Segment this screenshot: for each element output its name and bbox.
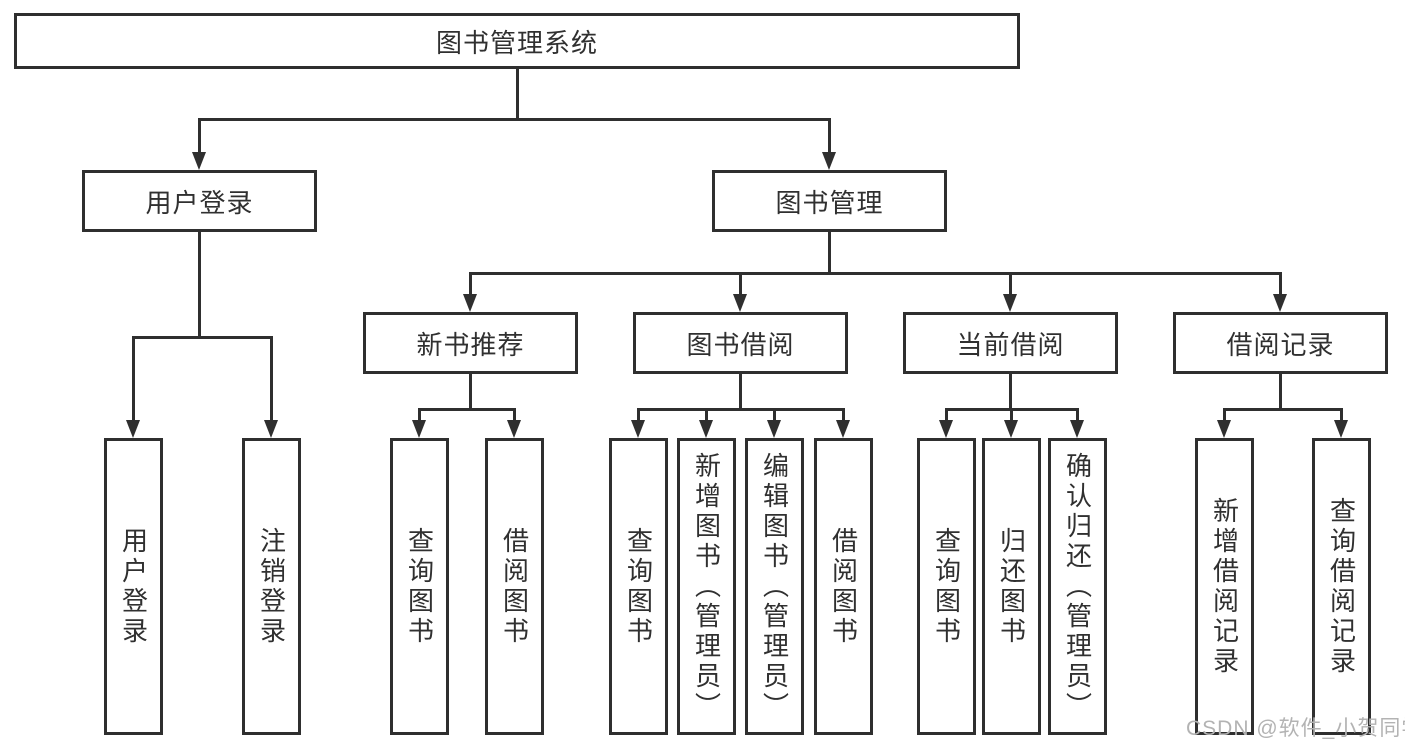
connector-drop-leaf [132,336,135,422]
leaf-logout: 注销登录 [242,438,301,735]
connector-drop-leaf [1340,408,1343,422]
connector-drop-leaf [1076,408,1079,422]
connector-drop-book-mgmt [828,118,831,154]
connector-current-borrow-stub [1009,374,1012,408]
arrow-down-icon [192,152,206,170]
node-new-book-recommend: 新书推荐 [363,312,578,374]
arrow-down-icon [767,420,781,438]
node-book-management: 图书管理 [712,170,947,232]
node-user-login: 用户登录 [82,170,317,232]
connector-drop-module [1009,272,1012,296]
connector-borrow-records-bar [1223,408,1343,411]
arrow-down-icon [1273,294,1287,312]
leaf-return-books: 归还图书 [982,438,1041,735]
leaf-add-borrow-record: 新增借阅记录 [1195,438,1254,735]
node-current-borrow: 当前借阅 [903,312,1118,374]
leaf-query-books-borrow: 查询图书 [609,438,668,735]
arrow-down-icon [264,420,278,438]
connector-drop-leaf [1010,408,1013,422]
connector-borrow-records-stub [1279,374,1282,408]
connector-drop-leaf [945,408,948,422]
connector-drop-module [1279,272,1282,296]
connector-new-books-bar [418,408,516,411]
connector-root-stub [516,69,519,118]
connector-new-books-stub [469,374,472,408]
connector-drop-leaf [637,408,640,422]
arrow-down-icon [463,294,477,312]
connector-drop-module [739,272,742,296]
leaf-edit-book-admin: 编辑图书（管理员） [745,438,804,735]
arrow-down-icon [1070,420,1084,438]
arrow-down-icon [1003,294,1017,312]
arrow-down-icon [733,294,747,312]
node-borrow-records: 借阅记录 [1173,312,1388,374]
arrow-down-icon [1334,420,1348,438]
connector-drop-leaf [270,336,273,422]
connector-book-mgmt-stub [828,232,831,272]
arrow-down-icon [699,420,713,438]
connector-drop-leaf [705,408,708,422]
leaf-user-login: 用户登录 [104,438,163,735]
connector-drop-leaf [418,408,421,422]
node-book-borrow: 图书借阅 [633,312,848,374]
arrow-down-icon [1217,420,1231,438]
connector-level2-bar [198,118,831,121]
leaf-borrow-books: 借阅图书 [814,438,873,735]
connector-drop-user-login [198,118,201,154]
leaf-add-book-admin: 新增图书（管理员） [677,438,736,735]
arrow-down-icon [507,420,521,438]
connector-user-login-bar [132,336,273,339]
arrow-down-icon [939,420,953,438]
connector-book-borrow-stub [739,374,742,408]
leaf-query-books-current: 查询图书 [917,438,976,735]
arrow-down-icon [126,420,140,438]
connector-drop-leaf [513,408,516,422]
leaf-confirm-return-admin: 确认归还（管理员） [1048,438,1107,735]
node-root: 图书管理系统 [14,13,1020,69]
arrow-down-icon [412,420,426,438]
connector-drop-leaf [773,408,776,422]
connector-drop-module [469,272,472,296]
arrow-down-icon [822,152,836,170]
connector-user-login-stub [198,232,201,336]
watermark: CSDN @软件_小贺同学 [1186,717,1405,740]
connector-drop-leaf [842,408,845,422]
connector-drop-leaf [1223,408,1226,422]
arrow-down-icon [631,420,645,438]
connector-level3-bar [469,272,1282,275]
leaf-query-borrow-record: 查询借阅记录 [1312,438,1371,735]
connector-book-borrow-bar [637,408,845,411]
arrow-down-icon [1004,420,1018,438]
leaf-query-books-recommend: 查询图书 [390,438,449,735]
leaf-borrow-books-recommend: 借阅图书 [485,438,544,735]
arrow-down-icon [836,420,850,438]
